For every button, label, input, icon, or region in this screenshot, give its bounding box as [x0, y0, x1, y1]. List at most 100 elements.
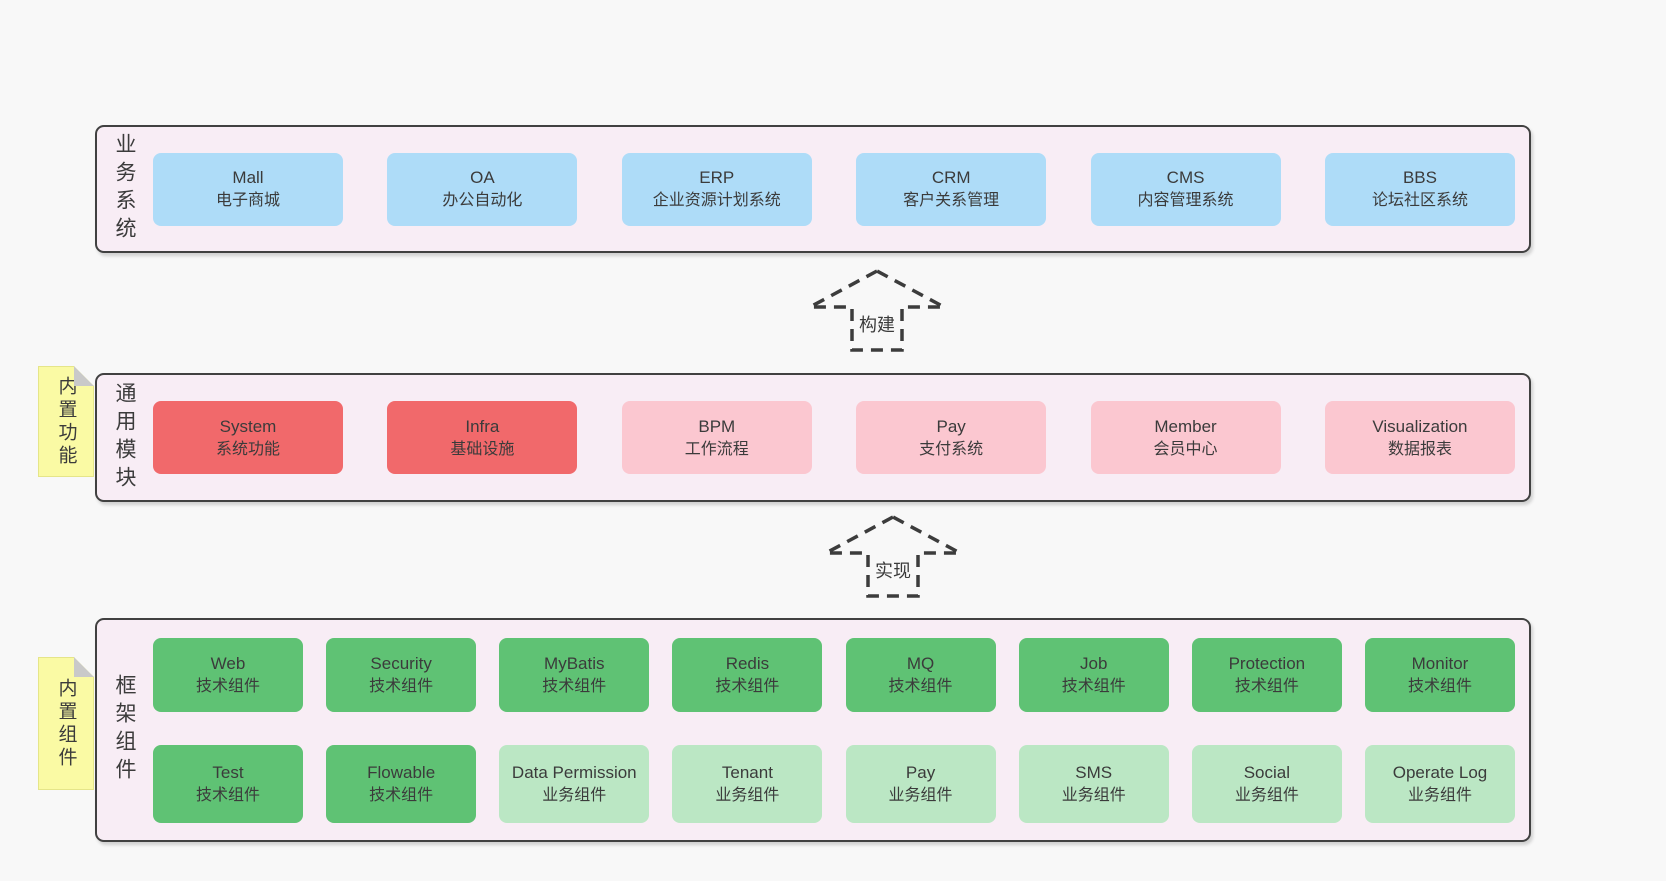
- box-title: Pay: [905, 762, 936, 782]
- box-subtitle: 办公自动化: [442, 192, 523, 209]
- box-subtitle: 技术组件: [542, 677, 607, 695]
- folded-corner-icon: [74, 657, 94, 677]
- box-title: ERP: [699, 168, 735, 187]
- box-title: SMS: [1075, 762, 1113, 782]
- sticky-note-built-in-features: 内置功能: [38, 366, 94, 477]
- box-data-permission: Data Permission 业务组件: [499, 744, 650, 823]
- box-title: Web: [210, 653, 246, 673]
- box-subtitle: 业务组件: [542, 786, 607, 804]
- layer-business-systems: 业务系统 Mall 电子商城 OA 办公自动化 ERP 企业资源计划系统 CRM 客户关系管理…: [95, 125, 1531, 253]
- box-subtitle: 数据报表: [1387, 440, 1452, 458]
- box-security: Security 技术组件: [326, 637, 477, 712]
- box-title: Infra: [465, 416, 500, 436]
- box-erp: ERP 企业资源计划系统: [621, 152, 812, 226]
- box-subtitle: 业务组件: [1407, 786, 1472, 804]
- up-block-arrow-icon: [809, 269, 945, 352]
- box-visualization: Visualization 数据报表: [1324, 401, 1515, 474]
- box-title: Redis: [725, 653, 770, 673]
- box-redis: Redis 技术组件: [672, 637, 823, 712]
- box-system: System 系统功能: [153, 401, 343, 474]
- box-sms: SMS 业务组件: [1018, 744, 1169, 823]
- build-arrow: 构建: [807, 268, 947, 354]
- box-title: MyBatis: [544, 653, 605, 673]
- box-social: Social 业务组件: [1191, 744, 1342, 823]
- sticky-components-label: 内置组件: [55, 677, 77, 770]
- box-title: Social: [1243, 762, 1290, 782]
- box-subtitle: 技术组件: [195, 677, 260, 695]
- box-title: Flowable: [367, 762, 436, 782]
- box-title: OA: [470, 168, 495, 187]
- build-arrow-label: 构建: [854, 310, 900, 338]
- box-web: Web 技术组件: [153, 637, 303, 712]
- box-protection: Protection 技术组件: [1191, 637, 1342, 712]
- box-title: Data Permission: [511, 762, 637, 782]
- sticky-modules-label: 内置功能: [55, 375, 77, 468]
- box-subtitle: 技术组件: [1407, 677, 1472, 695]
- box-subtitle: 工作流程: [684, 440, 749, 458]
- box-subtitle: 业务组件: [715, 786, 780, 804]
- box-subtitle: 技术组件: [369, 786, 434, 804]
- layer-modules-label: 通用模块: [113, 381, 136, 494]
- box-subtitle: 技术组件: [1234, 677, 1299, 695]
- box-title: Protection: [1228, 653, 1306, 673]
- sticky-note-built-in-components: 内置组件: [38, 657, 94, 790]
- box-mall: Mall 电子商城: [153, 152, 343, 226]
- box-subtitle: 企业资源计划系统: [652, 192, 781, 209]
- layer-business-label: 业务系统: [113, 133, 136, 245]
- box-subtitle: 业务组件: [1234, 786, 1299, 804]
- box-title: Mall: [232, 168, 264, 187]
- box-title: System: [219, 416, 277, 436]
- box-subtitle: 业务组件: [1061, 786, 1126, 804]
- box-title: Operate Log: [1392, 762, 1488, 782]
- box-bpm: BPM 工作流程: [621, 401, 812, 474]
- box-subtitle: 内容管理系统: [1137, 192, 1234, 209]
- box-title: Tenant: [721, 762, 773, 782]
- box-subtitle: 技术组件: [715, 677, 780, 695]
- implement-arrow: 实现: [823, 514, 963, 600]
- box-title: BPM: [698, 416, 736, 436]
- box-title: Job: [1079, 653, 1108, 673]
- box-subtitle: 客户关系管理: [903, 192, 1000, 209]
- box-crm: CRM 客户关系管理: [856, 152, 1047, 226]
- box-title: Visualization: [1372, 416, 1468, 436]
- box-subtitle: 系统功能: [215, 440, 280, 458]
- box-subtitle: 支付系统: [919, 440, 984, 458]
- box-subtitle: 会员中心: [1153, 440, 1218, 458]
- box-title: MQ: [906, 653, 935, 673]
- folded-corner-icon: [74, 366, 94, 386]
- up-block-arrow-icon: [825, 515, 961, 598]
- box-operate-log: Operate Log 业务组件: [1364, 744, 1515, 823]
- implement-arrow-label: 实现: [870, 556, 916, 584]
- box-title: Member: [1154, 416, 1217, 436]
- box-monitor: Monitor 技术组件: [1364, 637, 1515, 712]
- box-mybatis: MyBatis 技术组件: [499, 637, 650, 712]
- box-subtitle: 技术组件: [1061, 677, 1126, 695]
- box-subtitle: 电子商城: [215, 192, 280, 209]
- box-subtitle: 技术组件: [369, 677, 434, 695]
- box-title: CRM: [931, 168, 971, 187]
- layer-components-label: 框架组件: [113, 674, 136, 786]
- box-subtitle: 论坛社区系统: [1371, 192, 1468, 209]
- box-title: Security: [370, 653, 432, 673]
- box-member: Member 会员中心: [1090, 401, 1281, 474]
- box-job: Job 技术组件: [1018, 637, 1169, 712]
- box-title: Monitor: [1411, 653, 1469, 673]
- box-oa: OA 办公自动化: [387, 152, 578, 226]
